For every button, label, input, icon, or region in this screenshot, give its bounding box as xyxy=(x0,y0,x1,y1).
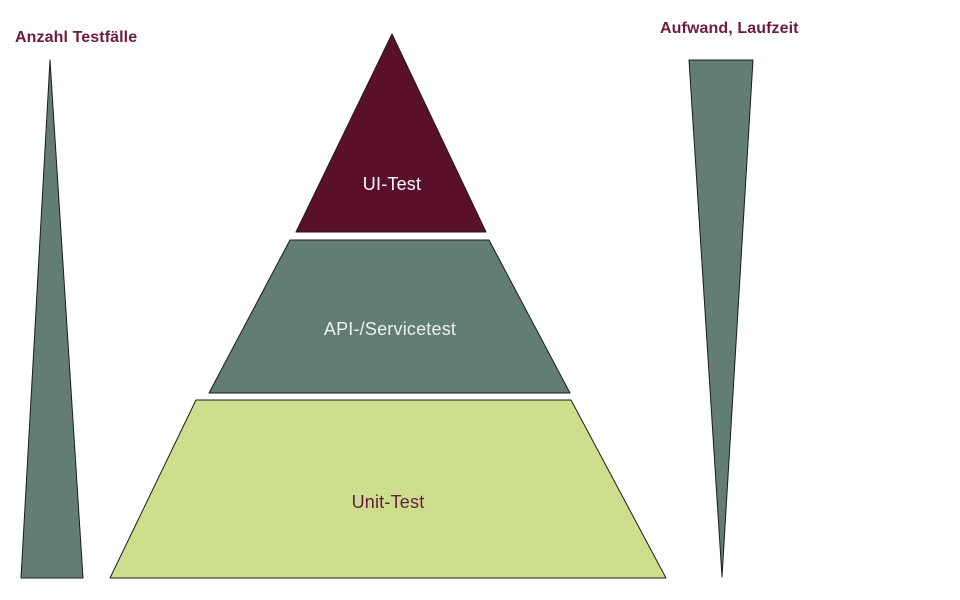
pyramid-level-ui-test-label: UI-Test xyxy=(363,174,421,194)
pyramid-level-unit-test-label: Unit-Test xyxy=(352,492,425,512)
left-axis-label: Anzahl Testfälle xyxy=(15,29,137,46)
right-axis-label: Aufwand, Laufzeit xyxy=(660,20,799,37)
pyramid-level-api-servicetest-label: API-/Servicetest xyxy=(324,319,456,339)
pyramid-level-ui-test-shape xyxy=(295,33,487,233)
pyramid-level-api-servicetest-shape xyxy=(208,239,571,394)
right-wedge-shape xyxy=(688,59,754,578)
pyramid-level-unit-test-shape xyxy=(109,399,667,579)
left-wedge-shape xyxy=(20,59,84,579)
